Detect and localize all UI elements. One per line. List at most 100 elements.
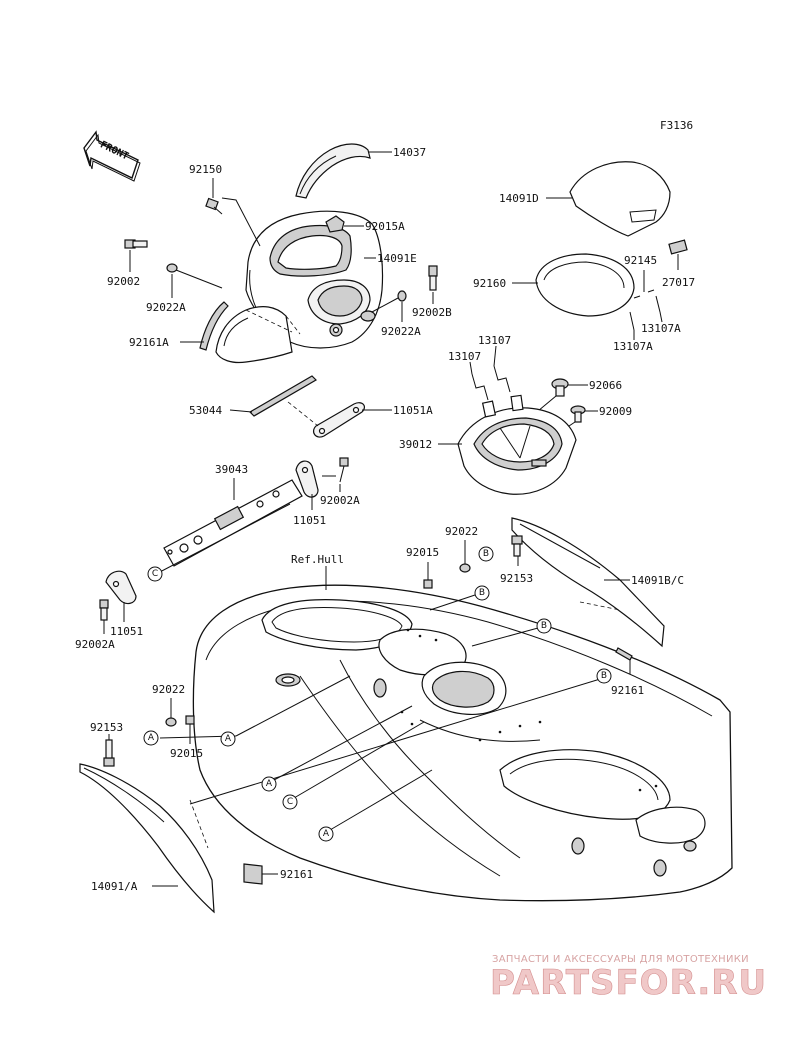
label-92002B: 92002B xyxy=(412,306,452,319)
label-92161A: 92161A xyxy=(129,336,169,349)
storage-bin-39012-part xyxy=(457,394,577,495)
lid-14091D-part xyxy=(569,161,671,237)
label-14037: 14037 xyxy=(393,146,426,159)
pins-92145-part xyxy=(633,289,655,299)
grip-cover-part xyxy=(295,143,371,199)
bolt-92150-part xyxy=(205,197,223,215)
clip-13107A-2-part xyxy=(629,311,635,331)
wire-13107-1-part xyxy=(471,373,489,401)
side-panel-14091A-part xyxy=(79,763,215,914)
svg-text:A: A xyxy=(323,829,330,839)
label-92150: 92150 xyxy=(189,163,222,176)
washer-92022-lower-part xyxy=(165,717,177,727)
label-11051-lower: 11051 xyxy=(110,625,143,638)
svg-text:B: B xyxy=(541,621,547,631)
label-11051A: 11051A xyxy=(393,404,433,417)
ref-circle-A-3: A xyxy=(261,776,277,792)
strip-53044-part xyxy=(249,375,317,417)
label-14091BC: 14091B/C xyxy=(631,574,684,587)
label-39012: 39012 xyxy=(399,438,432,451)
washer-92022-upper-part xyxy=(459,563,471,573)
label-92145: 92145 xyxy=(624,254,657,267)
svg-text:A: A xyxy=(225,734,232,744)
label-92153-lower: 92153 xyxy=(90,721,123,734)
strip-92161-lower-part xyxy=(243,863,263,885)
leader-53044 xyxy=(229,409,253,413)
label-13107A-1: 13107A xyxy=(641,322,681,335)
label-92161-right: 92161 xyxy=(611,684,644,697)
label-92015-lower: 92015 xyxy=(170,747,203,760)
label-92153-upper: 92153 xyxy=(500,572,533,585)
front-arrow-icon: FRONT xyxy=(83,130,141,182)
bolt-92002A-lower-part xyxy=(99,599,109,621)
ref-circle-A-1: A xyxy=(220,731,236,747)
svg-text:B: B xyxy=(601,671,607,681)
seal-strip-part xyxy=(199,301,229,351)
watermark-logo: PARTSFOR.RU xyxy=(490,963,767,1003)
ref-circle-B-4: B xyxy=(596,668,612,684)
nut-92015-upper-part xyxy=(423,579,433,589)
label-13107-1: 13107 xyxy=(448,350,481,363)
ref-hull-label: Ref.Hull xyxy=(291,553,344,566)
svg-text:C: C xyxy=(152,569,158,579)
label-14091E: 14091E xyxy=(377,252,417,265)
svg-text:A: A xyxy=(266,779,273,789)
bolt-92002A-upper-part xyxy=(339,457,349,483)
part-27017 xyxy=(668,239,688,255)
bracket-11051-upper-part xyxy=(295,460,319,498)
watermark-line1: ЗАПЧАСТИ И АКСЕССУАРЫ ДЛЯ МОТОТЕХНИКИ xyxy=(492,954,749,965)
svg-text:B: B xyxy=(479,588,485,598)
label-13107A-2: 13107A xyxy=(613,340,653,353)
side-cone-part xyxy=(215,306,293,364)
wire-13107-2-part xyxy=(493,365,511,393)
svg-text:C: C xyxy=(287,797,293,807)
label-92002: 92002 xyxy=(107,275,140,288)
label-92022-upper: 92022 xyxy=(445,525,478,538)
label-27017: 27017 xyxy=(662,276,695,289)
pad-92160-part xyxy=(535,253,635,317)
hull-outline xyxy=(192,584,733,902)
clip-92015A-part xyxy=(325,215,345,233)
label-92002A-lower: 92002A xyxy=(75,638,115,651)
label-13107-2: 13107 xyxy=(478,334,511,347)
label-92022A-left: 92022A xyxy=(146,301,186,314)
washer-92022A-right-part xyxy=(397,290,407,302)
ref-circle-A-2: A xyxy=(143,730,159,746)
bolt-92002B-part xyxy=(428,265,438,291)
panel-plate-39043-part xyxy=(163,479,303,567)
ref-circle-C-1: C xyxy=(282,794,298,810)
label-53044: 53044 xyxy=(189,404,222,417)
washer-92022A-left-part xyxy=(166,263,178,273)
bolt-92153-upper-part xyxy=(511,535,523,557)
cap-92066-part xyxy=(551,378,569,397)
clip-13107A-1-part xyxy=(655,295,661,313)
screw-92009-part xyxy=(570,405,586,423)
nut-92015-lower-part xyxy=(185,715,195,725)
diagram-code: F3136 xyxy=(660,119,693,132)
side-panel-14091BC-part xyxy=(511,517,665,648)
label-92002A-upper: 92002A xyxy=(320,494,360,507)
label-92022A-right: 92022A xyxy=(381,325,421,338)
label-11051-upper: 11051 xyxy=(293,514,326,527)
label-92009: 92009 xyxy=(599,405,632,418)
ref-circle-C-2: C xyxy=(147,566,163,582)
leader-92150 xyxy=(221,197,261,247)
label-14091D: 14091D xyxy=(499,192,539,205)
bolt-92153-lower-part xyxy=(103,739,115,767)
label-39043: 39043 xyxy=(215,463,248,476)
svg-text:B: B xyxy=(483,549,489,559)
label-92015-upper: 92015 xyxy=(406,546,439,559)
ref-circle-B-3: B xyxy=(536,618,552,634)
label-92015A: 92015A xyxy=(365,220,405,233)
bracket-11051A-part xyxy=(312,402,366,438)
ref-circle-B-2: B xyxy=(474,585,490,601)
svg-text:A: A xyxy=(148,733,155,743)
bolt-92002-part xyxy=(124,239,148,249)
label-14091A: 14091/A xyxy=(91,880,138,893)
bracket-11051-lower-part xyxy=(105,570,137,605)
label-92161-lower: 92161 xyxy=(280,868,313,881)
ref-circle-B-1: B xyxy=(478,546,494,562)
label-92066: 92066 xyxy=(589,379,622,392)
ref-circle-A-4: A xyxy=(318,826,334,842)
